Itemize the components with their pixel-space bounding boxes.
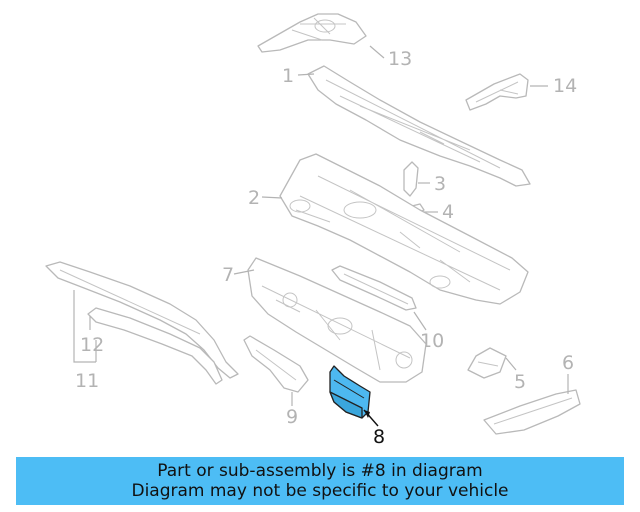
- callout-7[interactable]: 7: [222, 264, 234, 286]
- part-13: [257, 13, 367, 53]
- callout-11[interactable]: 11: [75, 370, 99, 392]
- part-9: [243, 335, 309, 393]
- callout-12[interactable]: 12: [80, 334, 104, 356]
- part-10: [331, 265, 417, 311]
- part-2: [279, 153, 529, 305]
- part-5: [467, 347, 507, 379]
- part-1: [307, 65, 531, 187]
- callout-13[interactable]: 13: [388, 48, 412, 70]
- parts-diagram: 13 1 14 3 4 2 12 11: [45, 13, 581, 448]
- part-14: [465, 73, 529, 111]
- part-6: [483, 389, 581, 435]
- info-banner: Part or sub-assembly is #8 in diagram Di…: [16, 457, 624, 505]
- banner-line-1: Part or sub-assembly is #8 in diagram: [157, 461, 483, 481]
- callout-2[interactable]: 2: [248, 187, 260, 209]
- callout-5[interactable]: 5: [514, 371, 526, 393]
- part-11: [45, 261, 239, 379]
- callout-9[interactable]: 9: [286, 406, 298, 428]
- callout-3[interactable]: 3: [434, 173, 446, 195]
- part-12: [87, 307, 223, 385]
- part-8[interactable]: [329, 365, 371, 419]
- callout-4[interactable]: 4: [442, 201, 454, 223]
- callout-8[interactable]: 8: [373, 426, 385, 448]
- part-3: [403, 161, 419, 197]
- banner-line-2: Diagram may not be specific to your vehi…: [131, 481, 509, 501]
- callout-14[interactable]: 14: [553, 75, 577, 97]
- part-7: [247, 257, 427, 383]
- callout-6[interactable]: 6: [562, 352, 574, 374]
- callout-1[interactable]: 1: [282, 65, 294, 87]
